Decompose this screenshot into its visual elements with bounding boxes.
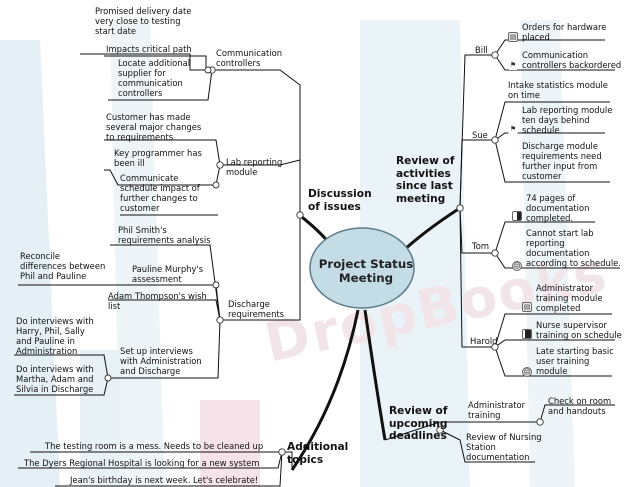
flag-icon: ⚑ — [508, 60, 518, 70]
note-doc-pages[interactable]: 74 pages of documentation completed. — [526, 193, 590, 223]
topic-comm-controllers[interactable]: Communication controllers — [216, 48, 283, 68]
topic-discharge-requirements[interactable]: Discharge requirements — [228, 299, 285, 319]
topic-lab-reporting[interactable]: Lab reporting module — [226, 157, 283, 177]
document-icon: ▤ — [508, 32, 518, 42]
branch-discussion[interactable]: Discussion of issues — [308, 188, 372, 213]
center-bubble — [309, 227, 415, 309]
note-dyers[interactable]: The Dyers Regional Hospital is looking f… — [24, 458, 260, 468]
note-nurse-training[interactable]: Nurse supervisor training on schedule — [536, 320, 622, 340]
deadline-admin-training[interactable]: Administrator training — [468, 400, 526, 420]
central-topic-line1: Project Status — [318, 257, 414, 271]
note-interviews-discharge[interactable]: Do interviews with Martha, Adam and Silv… — [16, 364, 94, 394]
person-sue[interactable]: Sue — [472, 130, 488, 140]
note-testing-room[interactable]: The testing room is a mess. Needs to be … — [45, 441, 264, 451]
note-check-room[interactable]: Check on room and handouts — [548, 396, 612, 416]
sad-face-icon: ☹ — [522, 367, 532, 377]
note-reconcile[interactable]: Reconcile differences between Phil and P… — [20, 251, 106, 281]
note-admin-training-done[interactable]: Administrator training module completed — [536, 283, 603, 313]
note-pauline-assessment[interactable]: Pauline Murphy's assessment — [132, 264, 204, 284]
branch-review-deadlines[interactable]: Review of upcoming deadlines — [389, 405, 448, 442]
person-harold[interactable]: Harold — [470, 336, 498, 346]
note-discharge-input[interactable]: Discharge module requirements need furth… — [522, 141, 602, 181]
central-topic-line2: Meeting — [338, 271, 394, 285]
note-interviews-admin[interactable]: Do interviews with Harry, Phil, Sally an… — [16, 316, 94, 356]
note-birthday[interactable]: Jean's birthday is next week. Let's cele… — [70, 475, 259, 485]
note-late-starting[interactable]: Late starting basic user training module — [536, 346, 614, 376]
note-adam-wish[interactable]: Adam Thompson's wish list — [108, 291, 207, 311]
note-impacts-path[interactable]: Impacts critical path — [106, 44, 192, 54]
progress-icon — [522, 329, 532, 339]
deadline-review-nursing[interactable]: Review of Nursing Station documentation — [466, 432, 542, 462]
note-comm-backordered[interactable]: Communication controllers backordered — [522, 50, 622, 70]
document-icon: ▤ — [522, 302, 532, 312]
person-bill[interactable]: Bill — [475, 45, 488, 55]
note-key-programmer[interactable]: Key programmer has been ill — [114, 148, 202, 168]
note-lab-behind[interactable]: Lab reporting module ten days behind sch… — [522, 105, 613, 135]
note-phil-smith[interactable]: Phil Smith's requirements analysis — [118, 225, 211, 245]
note-customer-changes[interactable]: Customer has made several major changes … — [106, 112, 202, 142]
person-tom[interactable]: Tom — [472, 241, 489, 251]
note-communicate-schedule[interactable]: Communicate schedule impact of further c… — [120, 173, 200, 213]
half-progress-icon — [512, 211, 522, 221]
central-topic[interactable]: Project Status Meeting — [318, 257, 414, 285]
note-promised-delivery[interactable]: Promised delivery date very close to tes… — [95, 6, 192, 36]
note-cannot-start[interactable]: Cannot start lab reporting documentation… — [526, 228, 621, 268]
note-intake-stats[interactable]: Intake statistics module on time — [508, 80, 608, 100]
branch-additional-topics[interactable]: Additional topics — [287, 441, 349, 466]
note-locate-supplier[interactable]: Locate additional supplier for communica… — [118, 58, 191, 98]
note-orders-hardware[interactable]: Orders for hardware placed — [522, 22, 607, 42]
sad-face-icon: ☹ — [512, 261, 522, 271]
note-setup-interviews[interactable]: Set up interviews with Administration an… — [120, 346, 202, 376]
branch-review-activities[interactable]: Review of activities since last meeting — [396, 155, 455, 205]
flag-icon: ⚑ — [508, 124, 518, 134]
